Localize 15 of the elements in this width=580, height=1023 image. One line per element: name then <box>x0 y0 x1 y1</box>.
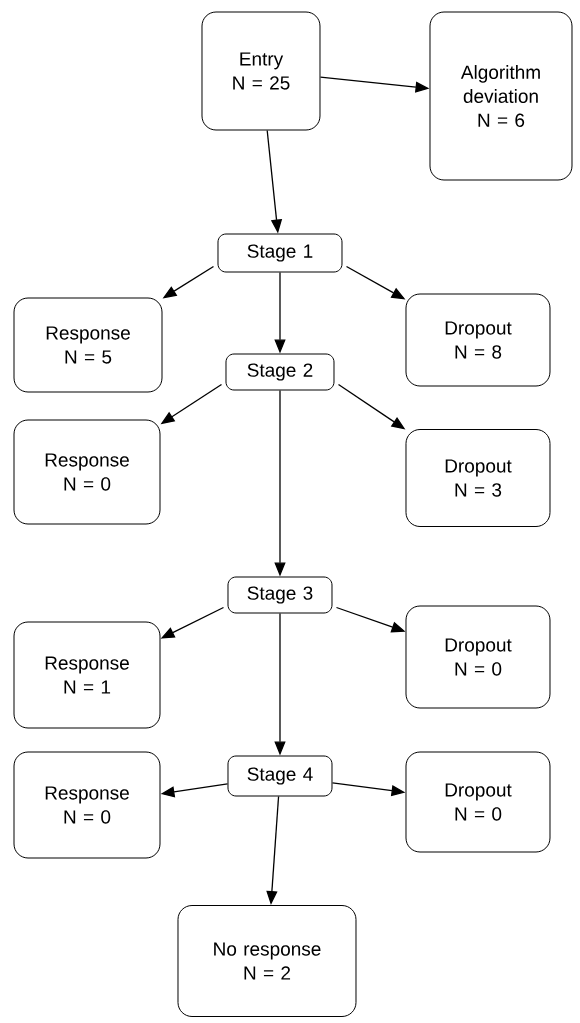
outcome-box: Response N = 5 <box>13 297 163 393</box>
outcome-box: Dropout N = 8 <box>405 293 551 387</box>
stage-box: Stage 1 <box>217 233 343 273</box>
outcome-box: Entry N = 25 <box>201 11 321 131</box>
outcome-box: Dropout N = 0 <box>405 605 551 709</box>
outcome-box: Algorithm deviation N = 6 <box>429 11 573 181</box>
outcome-box: No response N = 2 <box>177 905 357 1017</box>
outcome-box: Dropout N = 3 <box>405 429 551 527</box>
outcome-box: Response N = 0 <box>13 419 161 525</box>
stage-box: Stage 4 <box>227 755 333 797</box>
outcome-box: Response N = 0 <box>13 751 161 859</box>
outcome-box: Dropout N = 0 <box>405 751 551 853</box>
stage-box: Stage 2 <box>225 353 335 391</box>
outcome-box: Response N = 1 <box>13 621 161 729</box>
stage-box: Stage 3 <box>227 576 333 614</box>
